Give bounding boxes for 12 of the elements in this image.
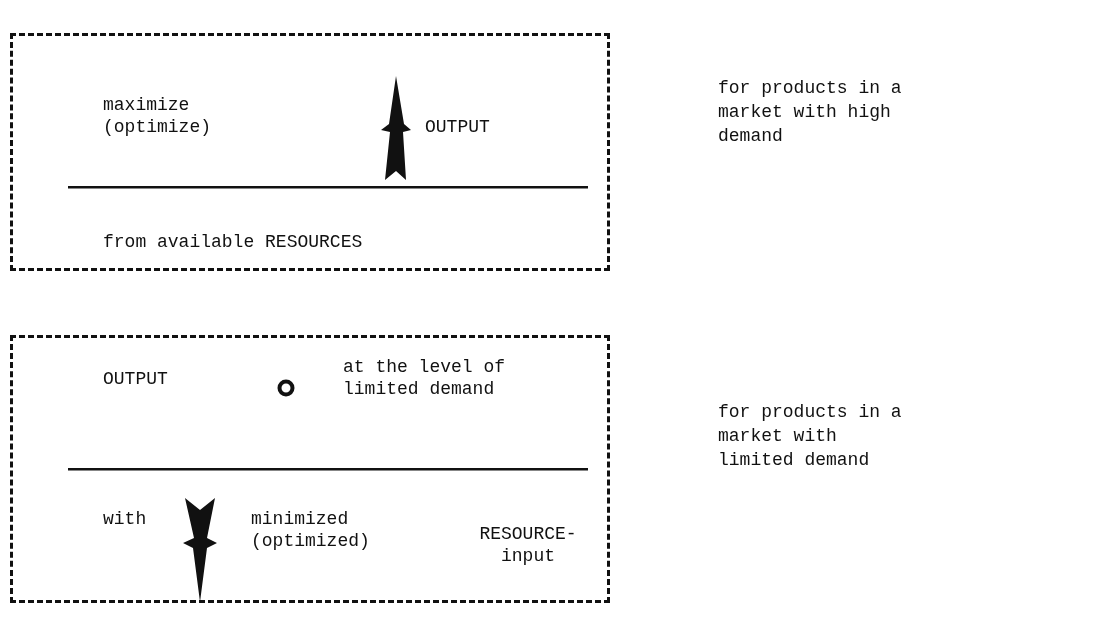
box-text: minimized (optimized) xyxy=(251,508,371,552)
box-text: with xyxy=(103,508,148,530)
box-text: from available RESOURCES xyxy=(103,231,364,253)
side-note: for products in a market with high demand xyxy=(718,77,903,148)
box-text: OUTPUT xyxy=(103,368,169,390)
dashed-box xyxy=(10,33,610,271)
box-text: OUTPUT xyxy=(425,116,491,138)
dashed-box xyxy=(10,335,610,603)
box-text: at the level of limited demand xyxy=(343,356,507,400)
side-note: for products in a market with limited demand xyxy=(718,401,903,472)
box-text: RESOURCE- input xyxy=(478,523,578,567)
box-text: maximize (optimize) xyxy=(103,94,213,138)
